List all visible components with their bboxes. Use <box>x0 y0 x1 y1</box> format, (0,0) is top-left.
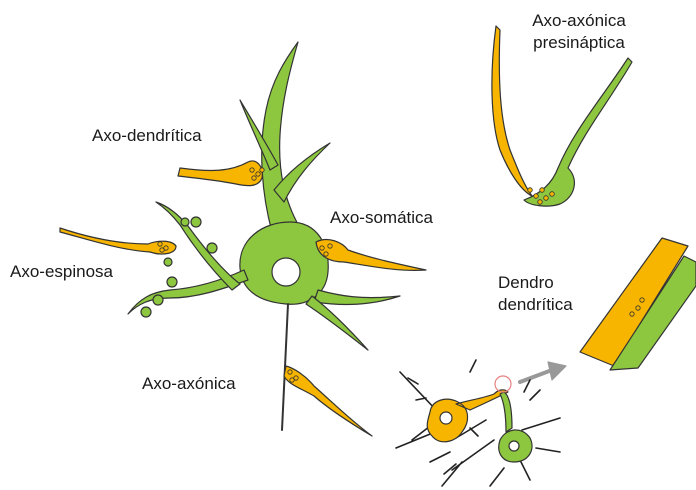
nucleus <box>272 258 300 286</box>
zoom-arrow <box>520 362 566 382</box>
inset-green-axon <box>524 58 632 206</box>
small-yellow-neuron <box>427 390 508 442</box>
spine-3 <box>181 218 189 226</box>
label-line-2: dendrítica <box>498 294 573 316</box>
postsynaptic-neuron <box>128 42 400 350</box>
label-dendro-dendritica: Dendro dendrítica <box>498 272 573 316</box>
dendrite-right-lower <box>314 290 400 304</box>
spine-4 <box>167 277 177 287</box>
label-axo-dendritica: Axo-dendrítica <box>92 125 202 147</box>
label-axo-axonica-presinaptica: Axo-axónica presináptica <box>512 10 646 54</box>
spine-6 <box>141 307 151 317</box>
label-axo-espinosa: Axo-espinosa <box>10 261 113 283</box>
dendro-dendritic-inset <box>580 238 696 370</box>
dendrite-branch-upper <box>274 143 330 202</box>
spine-7 <box>164 258 172 266</box>
label-line-2: presináptica <box>512 32 646 54</box>
label-line-1: Axo-axónica <box>512 10 646 32</box>
label-axo-axonica: Axo-axónica <box>142 373 236 395</box>
small-green-neuron <box>499 392 532 462</box>
spine-5 <box>153 295 163 305</box>
axo-somatic-terminal <box>316 240 426 271</box>
label-axo-somatica: Axo-somática <box>330 207 433 229</box>
small-network <box>396 360 560 486</box>
apical-dendrite <box>262 42 300 232</box>
label-line-1: Dendro <box>498 272 573 294</box>
axo-spinous-terminal <box>60 228 176 254</box>
spine-1 <box>191 217 201 227</box>
spine-2 <box>207 243 217 253</box>
axo-dendritic-terminal <box>178 161 262 186</box>
